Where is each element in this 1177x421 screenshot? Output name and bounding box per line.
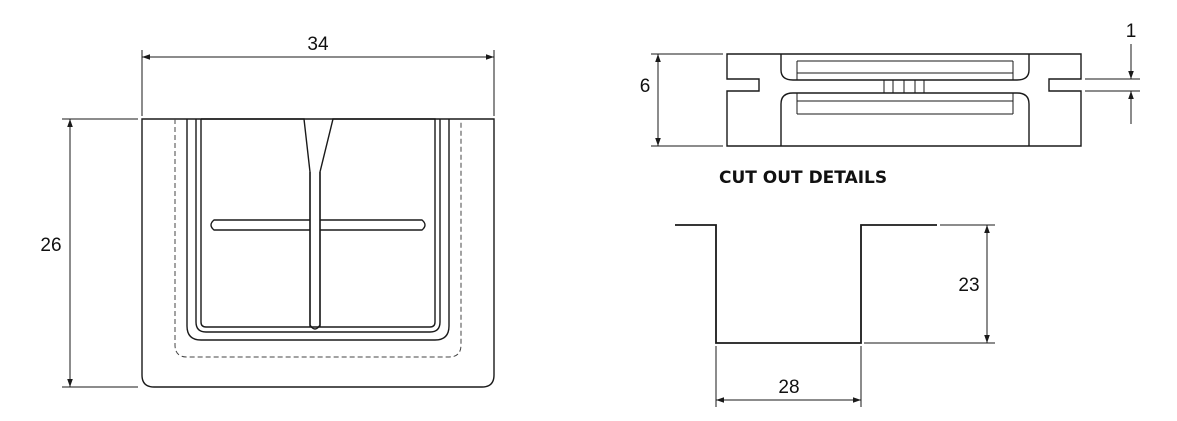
front-view-vertical-slot [309,172,321,330]
cutout-details: CUT OUT DETAILS 23 28 [675,168,995,407]
dim-34-label: 34 [307,34,329,55]
front-view-channel-outer [186,119,450,341]
dim-6-label: 6 [640,76,651,97]
side-view-outline [726,53,1082,147]
side-view: 6 1 [640,21,1140,147]
front-view-tongue [200,118,436,328]
front-view-horizontal-slot [210,219,426,231]
front-view: 34 26 [40,34,495,388]
front-view-hidden-line [174,119,462,358]
cutout-profile [675,224,937,344]
dim-26-label: 26 [40,235,61,256]
front-view-outline [141,118,495,388]
cutout-heading: CUT OUT DETAILS [719,168,887,188]
dim-28-label: 28 [778,377,799,398]
dim-1-label: 1 [1126,21,1137,42]
dim-23-label: 23 [958,275,979,296]
side-view-upper-bar [780,54,1030,81]
front-view-channel-inner [195,119,441,333]
